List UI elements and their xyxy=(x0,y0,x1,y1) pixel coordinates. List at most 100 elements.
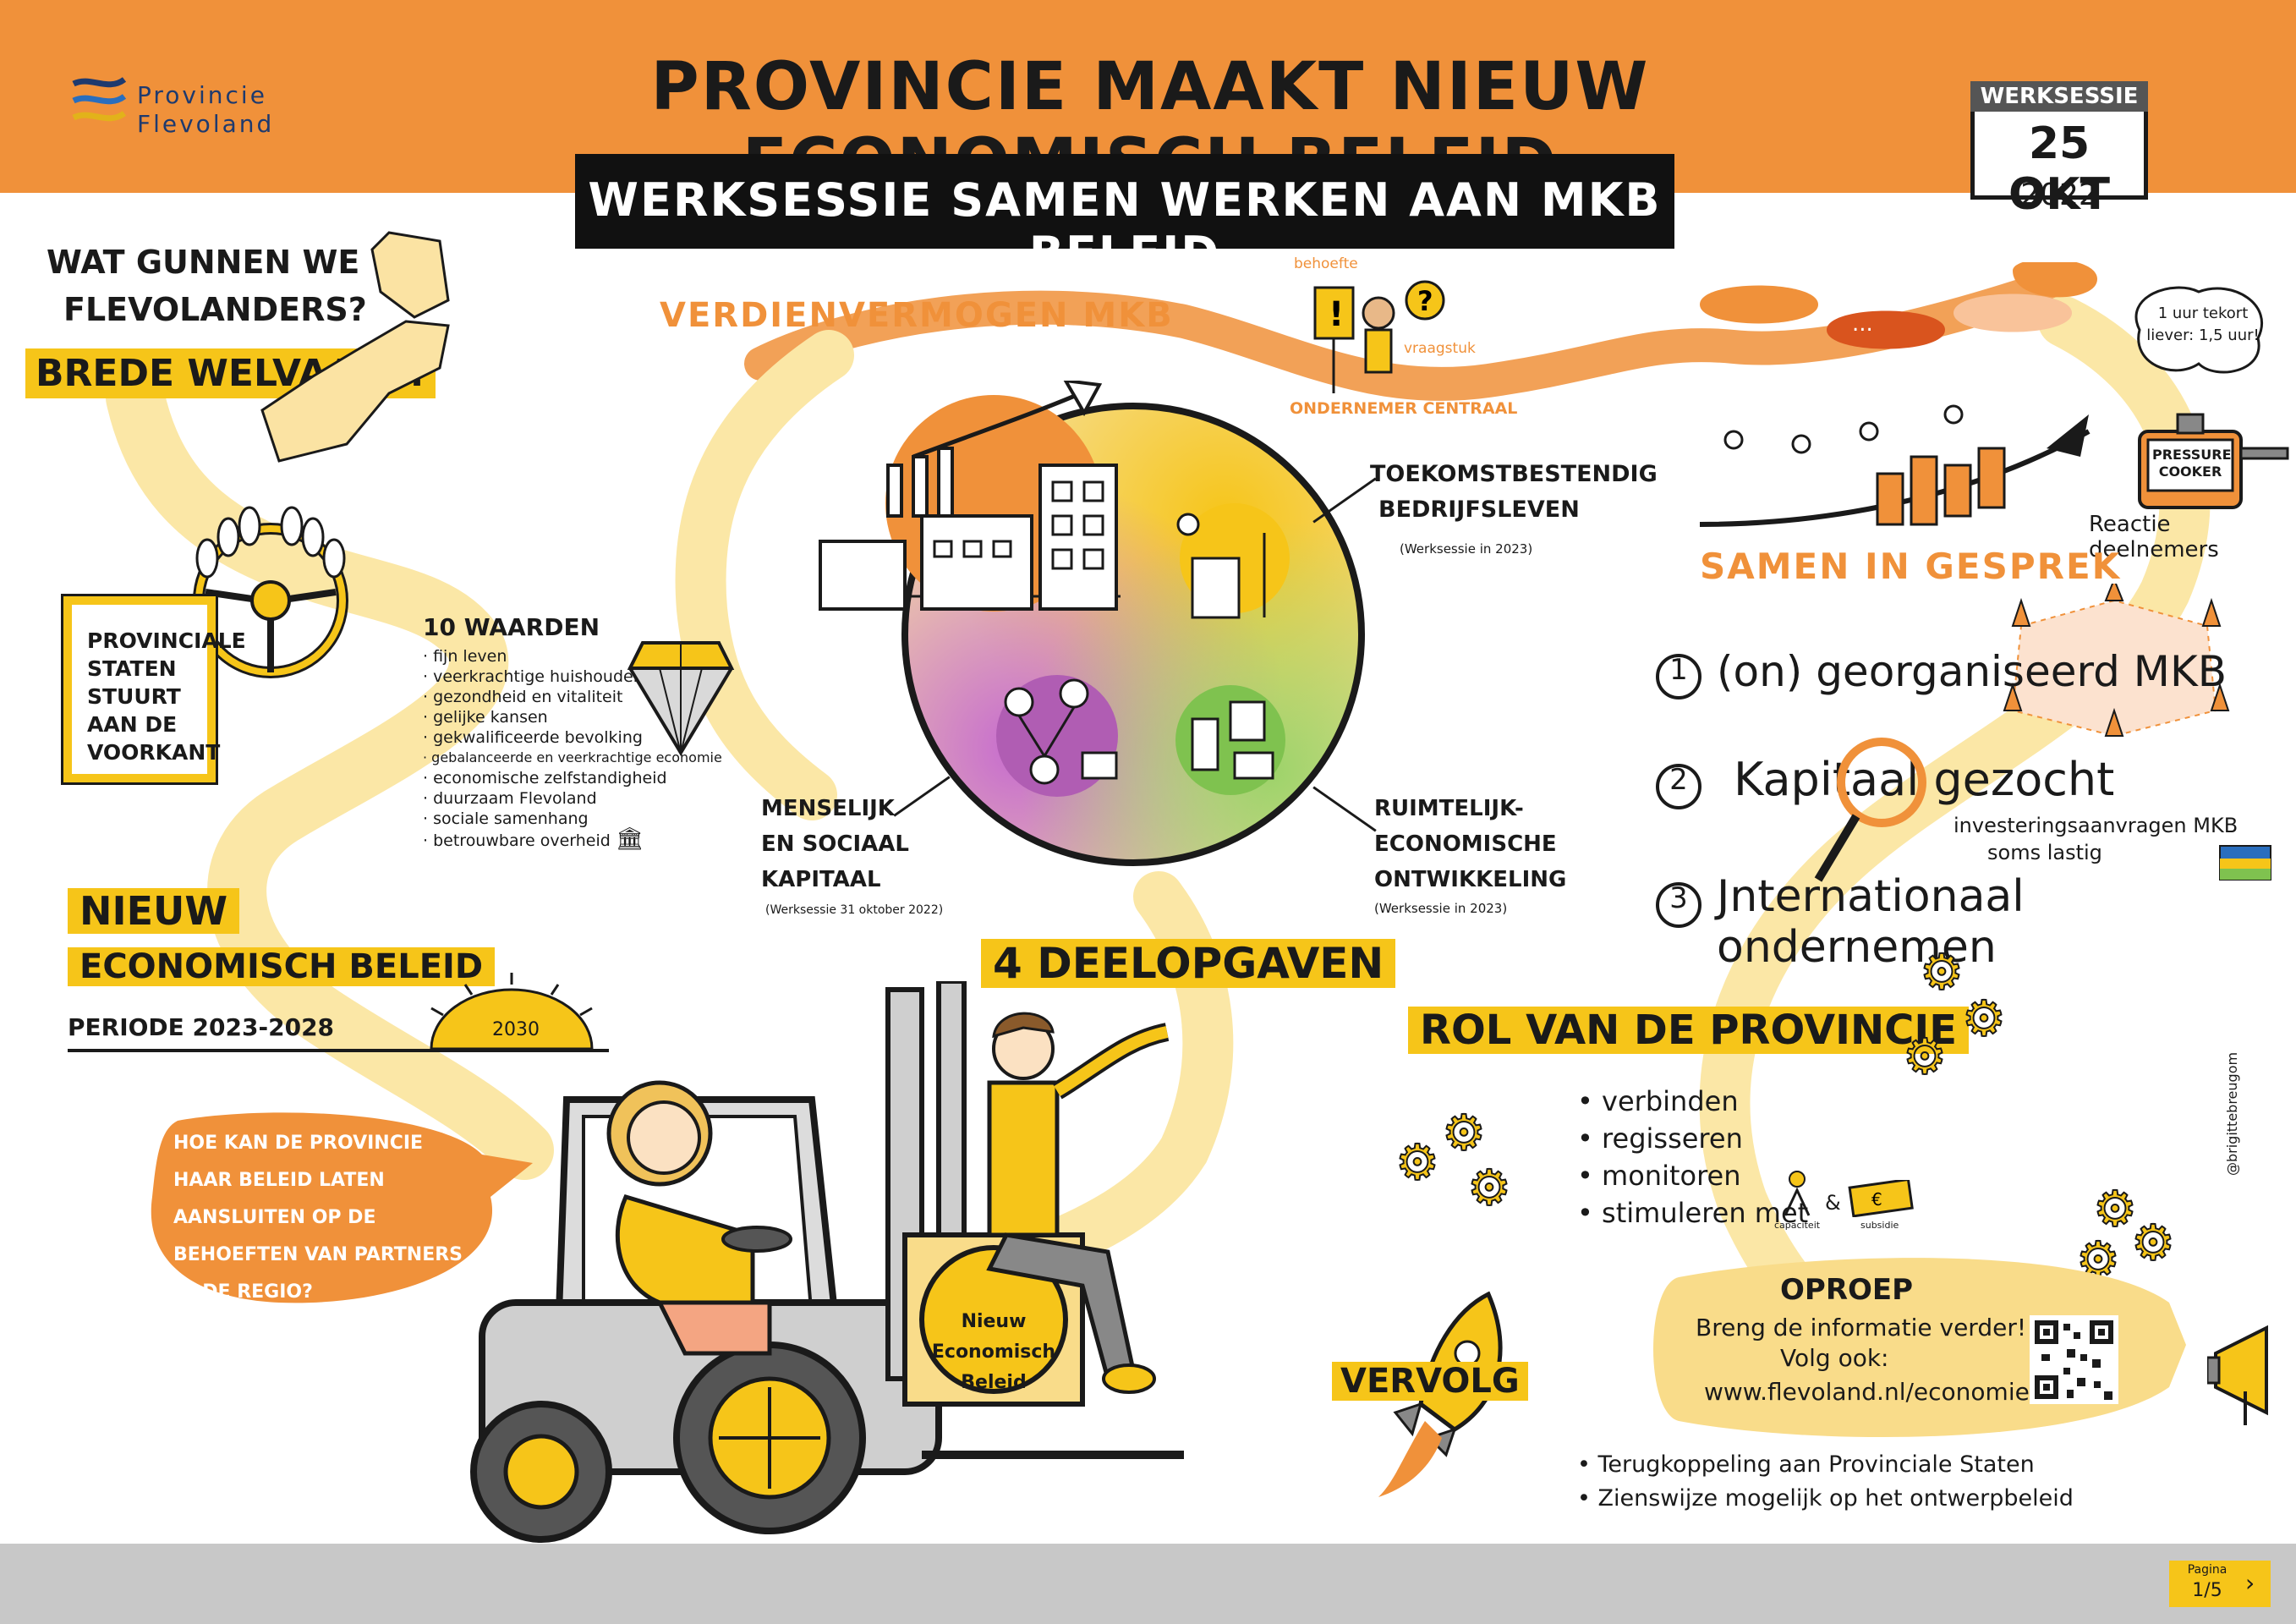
bubble-line: IN DE REGIO? xyxy=(173,1281,313,1303)
oproep-line1: Breng de informatie verder! xyxy=(1696,1314,2027,1341)
money-icon: € xyxy=(1848,1180,1914,1217)
pressure-cooker-label: PRESSURE COOKER xyxy=(2152,447,2232,480)
capacity-person-icon xyxy=(1784,1171,1811,1216)
banner-text: WERKSESSIE SAMEN WERKEN AAN MKB BELEID xyxy=(588,173,1662,280)
waarde-item: · gekwalificeerde bevolking xyxy=(423,728,643,747)
megaphone-icon xyxy=(2207,1325,2268,1425)
ruimtelijk-line: ONTWIKKELING xyxy=(1374,867,1567,892)
pressure-bubble-shape xyxy=(2134,286,2264,374)
question-line1: WAT GUNNEN WE xyxy=(47,244,360,281)
number-2-circle xyxy=(1656,764,1701,809)
number-1-circle xyxy=(1656,654,1701,700)
forklift-box-label: Nieuw Economisch Beleid xyxy=(909,1307,1078,1398)
number-2: 2 xyxy=(1669,763,1688,797)
question-line2: FLEVOLANDERS? xyxy=(63,291,367,328)
waarden-title: 10 WAARDEN xyxy=(423,613,600,641)
oproep-url[interactable]: www.flevoland.nl/economie xyxy=(1704,1378,2030,1406)
waarde-item: · fijn leven xyxy=(423,647,507,666)
qr-code-icon[interactable] xyxy=(2030,1315,2118,1404)
vervolg-item: • Terugkoppeling aan Provinciale Staten xyxy=(1577,1451,2035,1478)
banner xyxy=(575,154,1674,249)
forklift-icon xyxy=(470,981,1184,1543)
box-line: Beleid xyxy=(961,1372,1027,1393)
bubble-line: AANSLUITEN OP DE xyxy=(173,1207,376,1228)
sign-line: PROVINCIALE xyxy=(87,628,246,653)
economisch-beleid-label: ECONOMISCH BELEID xyxy=(68,947,496,986)
menselijk-line: EN SOCIAAL xyxy=(761,831,909,857)
question-bubble-text: HOE KAN DE PROVINCIE HAAR BELEID LATEN A… xyxy=(173,1125,495,1311)
sign-line: STATEN xyxy=(87,656,177,681)
pager-label: Pagina xyxy=(2187,1563,2228,1577)
vervolg-label: VERVOLG xyxy=(1332,1362,1528,1401)
gear-icon: ⚙ xyxy=(1961,990,2007,1047)
sustainable-city-icon xyxy=(1176,503,1290,619)
building-icon: 🏛 xyxy=(615,826,644,852)
human-capital-icon xyxy=(996,675,1118,797)
gear-icon: ⚙ xyxy=(2130,1214,2176,1271)
item2-sub-line: investeringsaanvragen MKB xyxy=(1954,814,2238,837)
periode-label: PERIODE 2023-2028 xyxy=(68,1013,335,1041)
bubble-line: BEHOEFTEN VAN PARTNERS xyxy=(173,1244,463,1265)
gear-icon: ⚙ xyxy=(1395,1133,1440,1191)
pressure-bubble-text: 1 uur tekort liever: 1,5 uur! xyxy=(2144,303,2262,347)
number-3-circle xyxy=(1656,882,1701,928)
svg-text:€: € xyxy=(1871,1189,1882,1210)
waarde-item: · duurzaam Flevoland xyxy=(423,789,597,808)
capaciteit-label: capaciteit xyxy=(1774,1220,1821,1231)
logo-text: Provincie Flevoland xyxy=(137,81,274,139)
oproep-line2: Volg ook: xyxy=(1780,1344,1889,1372)
gear-icon: ⚙ xyxy=(2092,1180,2138,1237)
credit-label: @brigittebreugom xyxy=(2224,1051,2240,1176)
toekomst-note: (Werksessie in 2023) xyxy=(1400,541,1533,557)
waarde-item: · economische zelfstandigheid xyxy=(423,769,667,787)
network-icon xyxy=(2003,584,2230,738)
gear-icon: ⚙ xyxy=(1466,1159,1512,1216)
number-3: 3 xyxy=(1669,881,1688,915)
periode-line xyxy=(68,1049,609,1052)
oproep-text: Breng de informatie verder! Volg ook: ww… xyxy=(1696,1313,2030,1407)
svg-text:?: ? xyxy=(1417,285,1433,317)
pager[interactable] xyxy=(2169,1561,2271,1607)
gear-icon: ⚙ xyxy=(1441,1104,1487,1161)
staten-sign: PROVINCIALE STATEN STUURT AAN DE VOORKAN… xyxy=(61,594,246,785)
subsidie-label: subsidie xyxy=(1860,1220,1899,1231)
waarden-list: 10 WAARDEN · fijn leven · veerkrachtige … xyxy=(423,613,727,851)
deelopgaven-label: 4 DEELOPGAVEN xyxy=(981,939,1396,988)
item2-sub-line: soms lastig xyxy=(1987,841,2102,864)
rol-label: ROL VAN DE PROVINCIE xyxy=(1408,1007,1970,1054)
ruimtelijk-label: RUIMTELIJK- ECONOMISCHE ONTWIKKELING xyxy=(1374,791,1566,897)
rol-item: • monitoren xyxy=(1577,1160,1741,1192)
question-bubble-shape xyxy=(151,1112,533,1303)
conversation-bubbles xyxy=(1700,262,2097,349)
box-line: Economisch xyxy=(931,1341,1056,1363)
samen-label: SAMEN IN GESPREK xyxy=(1700,546,2122,587)
reactie-label: Reactie deelnemers xyxy=(2089,512,2219,562)
logo-line2: Flevoland xyxy=(137,110,275,138)
svg-text:!: ! xyxy=(1329,295,1344,334)
sun-year: 2030 xyxy=(492,1019,540,1040)
item1-label: (on) georganiseerd MKB xyxy=(1717,647,2228,696)
pager-value: 1/5 xyxy=(2192,1580,2222,1601)
cooker-line: COOKER xyxy=(2158,464,2222,480)
factory-buildings-icon xyxy=(819,381,1118,611)
vervolg-list: • Terugkoppeling aan Provinciale Staten … xyxy=(1577,1448,2074,1516)
flevoland-logo-icon xyxy=(72,77,127,122)
vervolg-item: • Zienswijze mogelijk op het ontwerpbele… xyxy=(1577,1485,2074,1512)
calendar-label: WERKSESSIE xyxy=(1970,81,2148,112)
sun-icon xyxy=(430,973,594,1051)
bubble-line: HOE KAN DE PROVINCIE xyxy=(173,1133,424,1154)
diamond-icon xyxy=(627,641,735,756)
toekomst-line1: TOEKOMSTBESTENDIG xyxy=(1370,461,1658,487)
rol-item: • verbinden xyxy=(1577,1085,1739,1117)
next-page-icon[interactable]: › xyxy=(2245,1569,2255,1597)
toekomst-label: TOEKOMSTBESTENDIG BEDRIJFSLEVEN xyxy=(1370,457,1658,528)
vraagstuk-label: vraagstuk xyxy=(1404,340,1476,357)
calendar-year: 2022 xyxy=(2020,178,2098,212)
oproep-title: OPROEP xyxy=(1780,1273,1914,1307)
menselijk-line: KAPITAAL xyxy=(761,867,881,892)
people-climbing-icon xyxy=(1700,404,2091,527)
ondernemer-figure-icon: ! ? xyxy=(1313,280,1445,393)
rol-item: • regisseren xyxy=(1577,1122,1743,1155)
waarde-item: · betrouwbare overheid 🏛 xyxy=(423,826,644,852)
dots-label: ... xyxy=(1852,311,1873,337)
